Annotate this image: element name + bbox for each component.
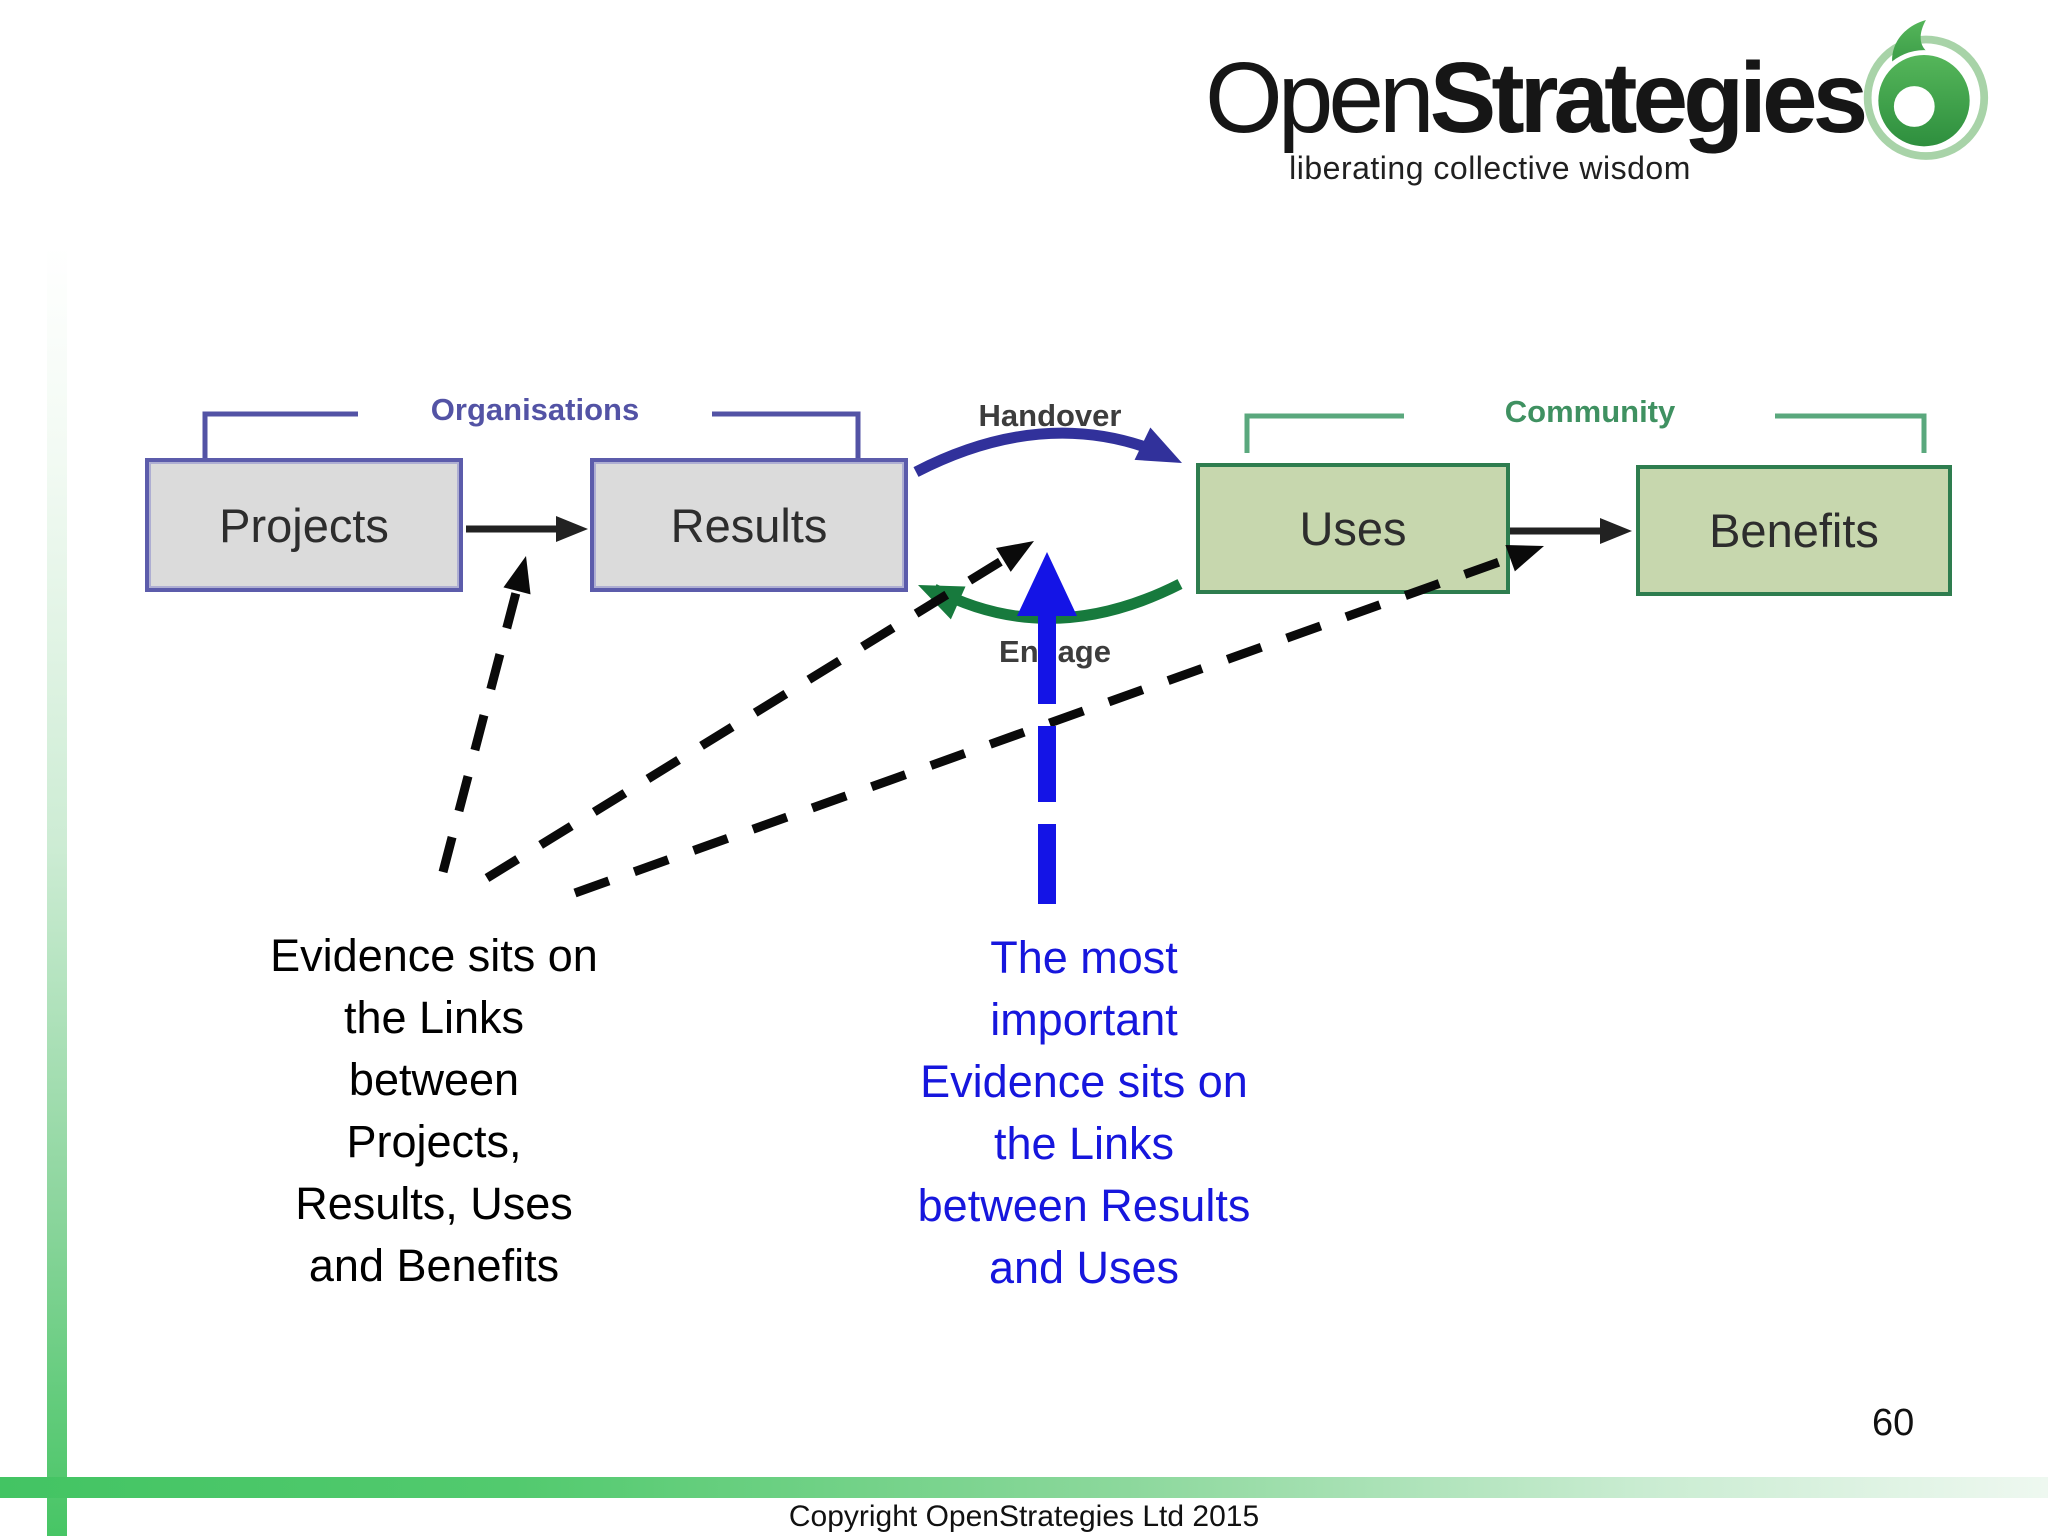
evidence-note-line: Evidence sits on xyxy=(270,930,598,981)
uses-benefits-arrow xyxy=(1510,518,1632,544)
green-swirl-logo-icon xyxy=(1863,20,1989,160)
organisations-bracket-left xyxy=(202,411,358,458)
results-box: Results xyxy=(590,458,908,592)
important-evidence-note-line: The most xyxy=(990,932,1178,983)
results-box-label: Results xyxy=(670,498,828,552)
evidence-arrow-projects-results xyxy=(438,556,531,874)
evidence-note-line: Results, Uses xyxy=(295,1178,573,1229)
organisations-bracket-right xyxy=(712,411,861,458)
important-evidence-note-line: the Links xyxy=(993,1118,1175,1169)
page-number: 60 xyxy=(1872,1402,1915,1444)
logo-brand-regular: Open xyxy=(1205,42,1435,154)
projects-box: Projects xyxy=(145,458,463,592)
important-evidence-note-line: between Results xyxy=(917,1180,1251,1231)
important-evidence-note-line: and Uses xyxy=(988,1242,1180,1293)
logo-wordmark: OpenStrategies xyxy=(1205,46,1868,151)
evidence-note: Evidence sits on the Links between Proje… xyxy=(128,925,740,1297)
community-bracket-left xyxy=(1244,413,1404,453)
organisations-group-label: Organisations xyxy=(430,392,640,427)
important-evidence-note-line: Evidence sits on xyxy=(920,1056,1248,1107)
benefits-box-label: Benefits xyxy=(1709,504,1879,557)
projects-results-arrow xyxy=(466,516,588,542)
handover-arc-arrow xyxy=(913,427,1182,477)
evidence-note-line: Projects, xyxy=(346,1116,522,1167)
engage-arc-arrow xyxy=(918,579,1183,624)
important-evidence-note: The most important Evidence sits on the … xyxy=(848,927,1320,1299)
engage-label: Engage xyxy=(999,634,1111,669)
benefits-box: Benefits xyxy=(1636,465,1952,596)
bottom-accent-bar xyxy=(0,1477,2048,1498)
logo-tagline: liberating collective wisdom xyxy=(1289,150,1691,186)
logo-hole xyxy=(1893,86,1935,127)
evidence-note-line: between xyxy=(348,1054,520,1105)
community-bracket-right xyxy=(1775,413,1927,453)
important-evidence-note-line: important xyxy=(990,994,1178,1045)
projects-box-label: Projects xyxy=(219,498,389,552)
uses-box: Uses xyxy=(1196,463,1510,594)
copyright-text: Copyright OpenStrategies Ltd 2015 xyxy=(788,1500,1260,1533)
uses-box-label: Uses xyxy=(1299,502,1407,555)
evidence-note-line: the Links xyxy=(343,992,525,1043)
evidence-note-line: and Benefits xyxy=(308,1240,560,1291)
community-group-label: Community xyxy=(1504,394,1676,429)
important-evidence-arrow xyxy=(1017,552,1077,904)
logo-brand-bold: Strategies xyxy=(1429,42,1869,154)
handover-label: Handover xyxy=(978,398,1122,433)
logo-outer-ring xyxy=(1863,35,1989,160)
left-accent-bar xyxy=(47,0,67,1536)
